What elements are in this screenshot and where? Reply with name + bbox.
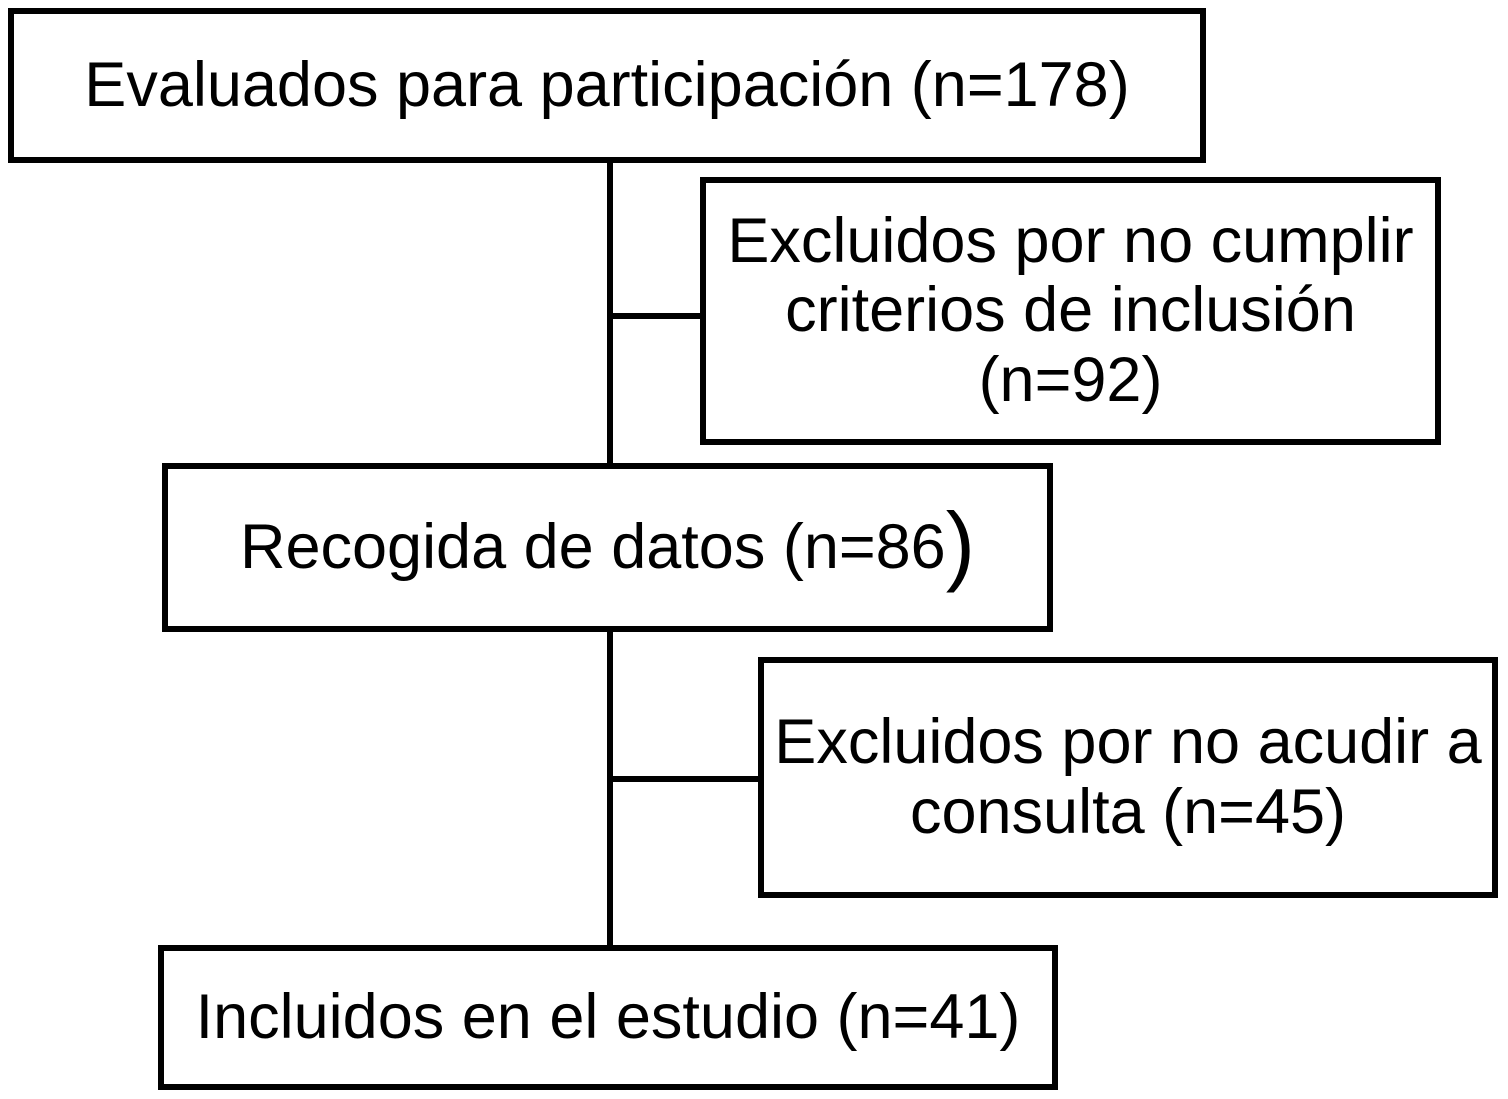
node-excluded-criteria-line2: criterios de inclusión	[785, 275, 1356, 346]
node-assessed-label: Evaluados para participación (n=178)	[84, 49, 1130, 120]
node-excluded-noshow-line2: consulta (n=45)	[909, 776, 1347, 847]
node-excluded-noshow-line1: Excluidos por no acudir a	[774, 707, 1482, 778]
node-data-collection-label: Recogida de datos (n=86)	[239, 499, 975, 587]
connector-branch-excluded-noshow	[610, 776, 760, 782]
node-excluded-inclusion-criteria: Excluidos por no cumplir criterios de in…	[700, 177, 1441, 445]
node-data-collection-paren: )	[945, 493, 976, 593]
node-excluded-criteria-line1: Excluidos por no cumplir	[727, 206, 1414, 277]
connector-branch-excluded-criteria	[610, 313, 702, 319]
connector-datacollection-to-included	[607, 630, 613, 947]
node-data-collection: Recogida de datos (n=86)	[162, 463, 1053, 632]
node-excluded-no-show: Excluidos por no acudir a consulta (n=45…	[758, 657, 1498, 898]
node-data-collection-text: Recogida de datos (n=86	[239, 511, 946, 582]
node-assessed-for-participation: Evaluados para participación (n=178)	[8, 8, 1206, 163]
node-included-in-study: Incluidos en el estudio (n=41)	[158, 945, 1058, 1090]
node-included-label: Incluidos en el estudio (n=41)	[195, 981, 1021, 1052]
node-excluded-criteria-line3: (n=92)	[978, 344, 1163, 415]
